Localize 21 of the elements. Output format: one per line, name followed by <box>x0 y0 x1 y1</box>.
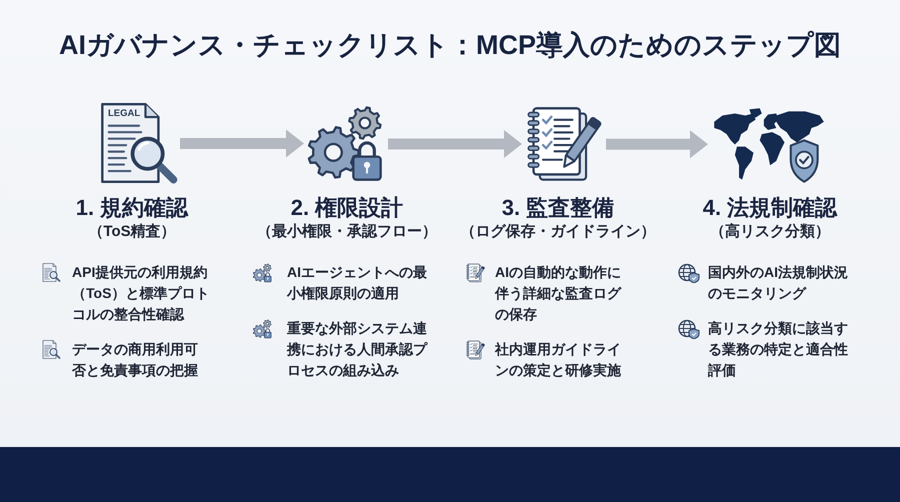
step-heading: 3. 監査整備 <box>502 194 614 222</box>
arrow <box>180 130 304 158</box>
checklist-item-text: 重要な外部システム連携における人間承認プロセスの組み込み <box>287 319 427 380</box>
diagram-title: AIガバナンス・チェックリスト：MCP導入のためのステップ図 <box>59 29 841 62</box>
step-heading: 2. 権限設計 <box>290 194 404 222</box>
step-heading: 4. 法規制確認 <box>702 194 838 222</box>
checklist-item-text: API提供元の利用規約（ToS）と標準プロトコルの整合性確認 <box>72 263 210 324</box>
step-subheading: （ログ保存・ガイドライン） <box>460 222 656 242</box>
checklist-item-text: 国内外のAI法規制状況のモニタリング <box>708 263 848 303</box>
step-subheading: （ToS精査） <box>88 222 176 242</box>
checklist-item-text: AIの自動的な動作に伴う詳細な監査ログの保存 <box>495 263 622 324</box>
step-subheading: （高リスク分類） <box>710 222 830 242</box>
checklist-item-text: 社内運用ガイドラインの策定と研修実施 <box>495 340 622 380</box>
step-subheading: （最小権限・承認フロー） <box>257 222 437 242</box>
document-title-text: LEGAL <box>108 108 140 119</box>
checklist-item-text: データの商用利用可否と免責事項の把握 <box>72 340 199 380</box>
checklist-item-text: AIエージェントへの最小権限原則の適用 <box>287 263 427 303</box>
checklist-item-text: 高リスク分類に該当する業務の特定と適合性評価 <box>708 319 848 380</box>
step-heading: 1. 規約確認 <box>76 194 188 222</box>
arrow <box>388 130 522 158</box>
arrow <box>606 130 708 158</box>
